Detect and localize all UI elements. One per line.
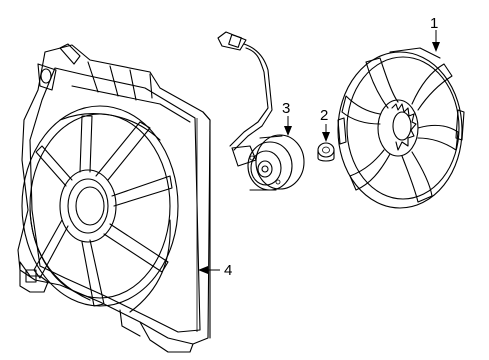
nut xyxy=(317,142,335,162)
callout-3: 3 xyxy=(282,100,290,117)
fan-shroud xyxy=(17,43,211,353)
callout-1: 1 xyxy=(430,15,438,32)
fan-motor xyxy=(217,31,305,191)
fan-blade xyxy=(337,47,465,209)
callout-4: 4 xyxy=(224,262,232,279)
callout-2: 2 xyxy=(320,107,328,124)
leader-lines xyxy=(198,30,440,274)
